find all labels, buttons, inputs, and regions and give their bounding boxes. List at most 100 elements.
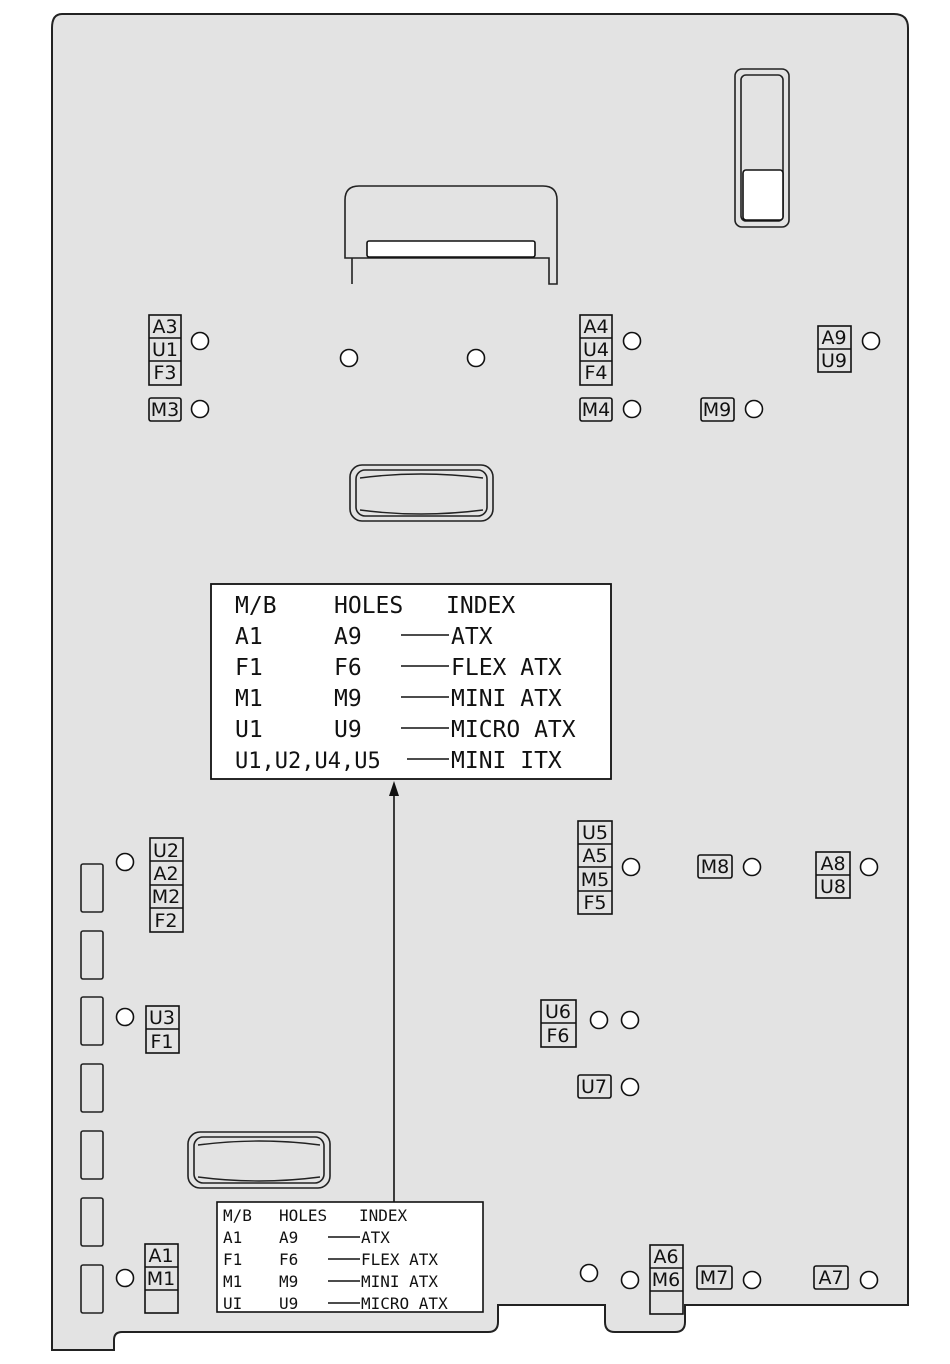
label-a3: A3 xyxy=(152,316,177,338)
index-row-col1: M1 xyxy=(235,686,263,712)
index-header-holes: HOLES xyxy=(334,593,403,619)
hole-m7 xyxy=(744,1272,761,1289)
index-row-col3: MINI ITX xyxy=(451,748,562,774)
hole-a7 xyxy=(861,1272,878,1289)
hole-a6 xyxy=(622,1272,639,1289)
small-row-col1: A1 xyxy=(223,1228,242,1247)
small-row-col3: ATX xyxy=(361,1228,390,1247)
label-m6: M6 xyxy=(652,1269,680,1291)
svg-text:A7: A7 xyxy=(818,1267,843,1289)
hole-u2 xyxy=(117,854,134,871)
index-row-col3: MINI ATX xyxy=(451,686,562,712)
index-row-col1: U1,U2,U4,U5 xyxy=(235,749,381,774)
label-a8: A8 xyxy=(820,853,845,875)
label-a6: A6 xyxy=(653,1246,678,1268)
label-stack-a4: A4 U4 F4 xyxy=(580,315,612,385)
label-u4: U4 xyxy=(583,339,609,361)
index-row-col1: U1 xyxy=(235,717,263,743)
lower-handle-slot xyxy=(188,1132,330,1188)
index-row-col2: M9 xyxy=(334,686,362,712)
index-row-col2: U9 xyxy=(334,717,362,743)
svg-text:M4: M4 xyxy=(582,399,610,421)
label-m4: M4 xyxy=(580,398,612,421)
left-slot-column xyxy=(81,864,103,1313)
label-u1: U1 xyxy=(152,339,178,361)
label-u6: U6 xyxy=(545,1001,571,1023)
hole-a3 xyxy=(192,333,209,350)
hole-m9 xyxy=(746,401,763,418)
index-row-col3: ATX xyxy=(451,624,493,650)
label-f3: F3 xyxy=(153,362,176,384)
hole-a5 xyxy=(623,859,640,876)
label-a9: A9 xyxy=(821,327,846,349)
hole-bottom xyxy=(581,1265,598,1282)
label-a5: A5 xyxy=(582,845,607,867)
hole-a1 xyxy=(117,1270,134,1287)
label-a4: A4 xyxy=(583,316,608,338)
svg-text:M7: M7 xyxy=(700,1267,728,1289)
label-stack-a8: A8 U8 xyxy=(816,852,850,898)
small-row-col1: UI xyxy=(223,1294,242,1313)
small-row-col1: M1 xyxy=(223,1272,242,1291)
svg-text:M8: M8 xyxy=(701,856,729,878)
label-u5: U5 xyxy=(582,822,608,844)
small-header-holes: HOLES xyxy=(279,1206,327,1225)
small-row-col2: U9 xyxy=(279,1294,298,1313)
small-header-mb: M/B xyxy=(223,1206,252,1225)
index-table-small: M/B HOLES INDEX A1 A9 ATX F1 F6 FLEX ATX… xyxy=(217,1202,483,1313)
label-m9: M9 xyxy=(701,398,734,421)
index-row-col2: A9 xyxy=(334,624,362,650)
small-row-col3: FLEX ATX xyxy=(361,1250,438,1269)
index-header-index: INDEX xyxy=(446,593,515,619)
index-header-mb: M/B xyxy=(235,593,277,619)
small-row-col3: MICRO ATX xyxy=(361,1294,448,1313)
hole-a8 xyxy=(861,859,878,876)
hole-u3 xyxy=(117,1009,134,1026)
label-f1: F1 xyxy=(150,1031,173,1053)
index-table-large: M/B HOLES INDEX A1 A9 ATX F1 F6 FLEX ATX… xyxy=(211,584,611,779)
label-u7: U7 xyxy=(578,1075,611,1098)
label-u2: U2 xyxy=(153,840,179,862)
upper-handle-slot xyxy=(350,465,493,521)
index-row-col2: F6 xyxy=(334,655,362,681)
hole-top-left xyxy=(341,350,358,367)
label-u9: U9 xyxy=(821,350,847,372)
index-row-col1: A1 xyxy=(235,624,263,650)
label-u8: U8 xyxy=(820,876,846,898)
svg-text:U7: U7 xyxy=(581,1076,607,1098)
label-m7: M7 xyxy=(697,1266,732,1289)
label-stack-a3: A3 U1 F3 xyxy=(149,315,181,385)
top-right-slot xyxy=(735,69,789,227)
label-a2: A2 xyxy=(153,863,178,885)
label-a7: A7 xyxy=(814,1266,848,1289)
hole-m3 xyxy=(192,401,209,418)
hole-a9 xyxy=(863,333,880,350)
label-f4: F4 xyxy=(584,362,607,384)
label-m2: M2 xyxy=(152,886,180,908)
label-f2: F2 xyxy=(154,910,177,932)
hole-u7 xyxy=(622,1079,639,1096)
hole-a4 xyxy=(624,333,641,350)
index-row-col3: FLEX ATX xyxy=(451,655,562,681)
svg-text:M3: M3 xyxy=(151,399,179,421)
label-m1: M1 xyxy=(147,1268,175,1290)
small-row-col2: A9 xyxy=(279,1228,298,1247)
small-header-index: INDEX xyxy=(359,1206,408,1225)
hole-m8 xyxy=(744,859,761,876)
hole-u6 xyxy=(591,1012,608,1029)
label-u3: U3 xyxy=(149,1007,175,1029)
label-a1: A1 xyxy=(148,1245,173,1267)
label-m5: M5 xyxy=(581,869,609,891)
hole-m4 xyxy=(624,401,641,418)
label-f6: F6 xyxy=(546,1025,569,1047)
hole-f6 xyxy=(622,1012,639,1029)
small-row-col3: MINI ATX xyxy=(361,1272,438,1291)
hole-top-right xyxy=(468,350,485,367)
label-f5: F5 xyxy=(583,892,606,914)
index-row-col1: F1 xyxy=(235,655,263,681)
label-m8: M8 xyxy=(698,855,732,878)
svg-text:M9: M9 xyxy=(703,399,731,421)
label-stack-a9: A9 U9 xyxy=(818,326,851,372)
label-m3: M3 xyxy=(149,398,181,421)
